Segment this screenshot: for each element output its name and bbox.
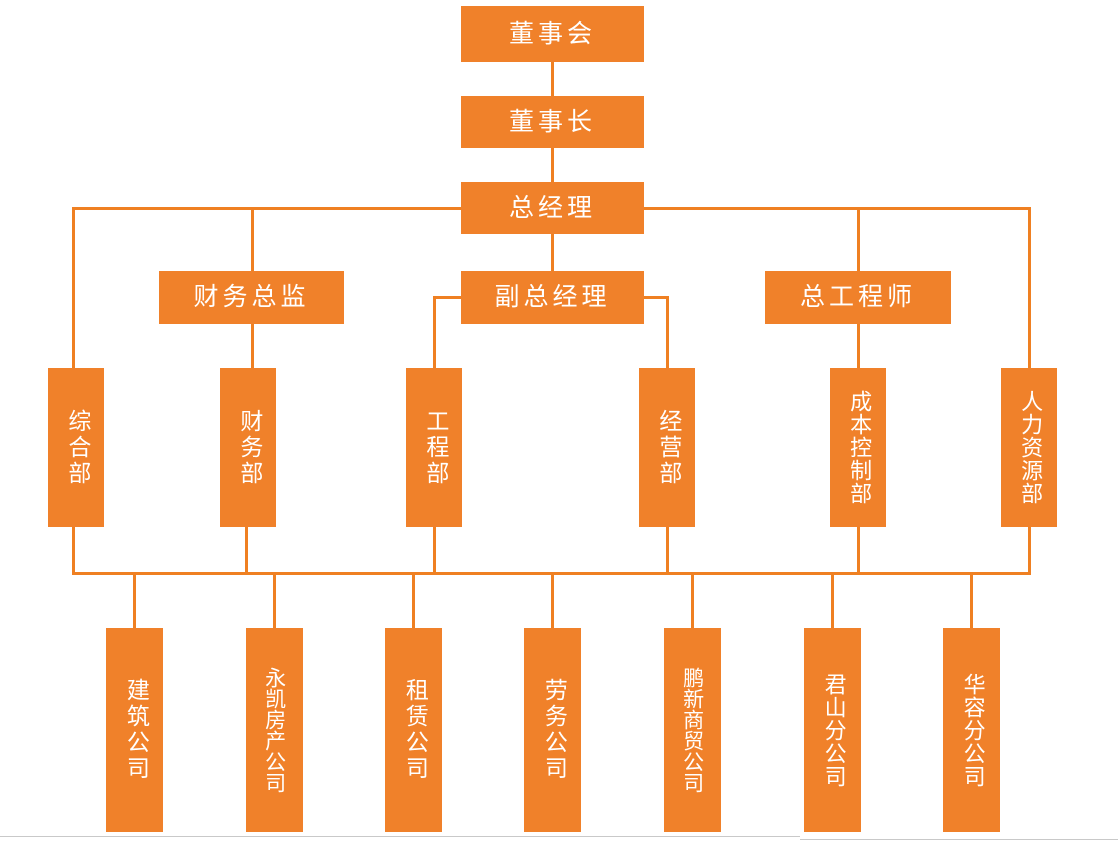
node-general-manager[interactable]: 总经理	[461, 182, 644, 234]
node-general-affairs-dept[interactable]: 综合部	[48, 368, 104, 527]
connector-chairman-to-gm	[551, 148, 554, 182]
connector-gm-to-general-affairs	[72, 207, 75, 368]
node-junshan-branch[interactable]: 君山分公司	[804, 628, 861, 832]
connector-chief-engineer-to-cost-control	[857, 324, 860, 368]
node-finance-director[interactable]: 财务总监	[159, 271, 344, 324]
footer-divider	[0, 836, 800, 837]
node-yongkai-realestate-co[interactable]: 永凯房产公司	[246, 628, 303, 832]
connector-finance-dept-down	[245, 527, 248, 575]
node-board[interactable]: 董事会	[461, 6, 644, 62]
connector-bus-to-leasing-co	[412, 572, 415, 629]
node-operations-dept[interactable]: 经营部	[639, 368, 695, 527]
connector-gm-to-hr	[1028, 207, 1031, 368]
connector-hr-down	[1028, 527, 1031, 575]
node-huarong-branch[interactable]: 华容分公司	[943, 628, 1000, 832]
node-human-resources-dept[interactable]: 人力资源部	[1001, 368, 1057, 527]
connector-bus-to-junshan-branch	[831, 572, 834, 629]
connector-gm-to-chief-engineer	[857, 207, 860, 271]
connector-cost-control-down	[857, 527, 860, 575]
connector-bus-to-yongkai-realestate-co	[273, 572, 276, 629]
connector-deputy-gm-left-arm	[433, 296, 463, 299]
connector-operations-dept-down	[666, 527, 669, 575]
node-leasing-co[interactable]: 租赁公司	[385, 628, 442, 832]
connector-bus-to-pengxin-trading-co	[691, 572, 694, 629]
connector-deputy-gm-right-arm	[641, 296, 669, 299]
connector-general-affairs-down	[72, 527, 75, 575]
node-finance-dept[interactable]: 财务部	[220, 368, 276, 527]
connector-gm-to-deputy-gm	[551, 234, 554, 271]
node-chairman[interactable]: 董事长	[461, 96, 644, 148]
connector-gm-to-finance-director	[251, 207, 254, 271]
connector-deputy-gm-to-operations	[666, 296, 669, 368]
connector-engineering-dept-down	[433, 527, 436, 575]
connector-bus-to-construction-co	[133, 572, 136, 629]
node-engineering-dept[interactable]: 工程部	[406, 368, 462, 527]
node-deputy-general-manager[interactable]: 副总经理	[461, 271, 644, 324]
node-cost-control-dept[interactable]: 成本控制部	[830, 368, 886, 527]
node-construction-co[interactable]: 建筑公司	[106, 628, 163, 832]
connector-bus-to-huarong-branch	[970, 572, 973, 629]
connector-deputy-gm-to-engineering	[433, 296, 436, 368]
node-pengxin-trading-co[interactable]: 鹏新商贸公司	[664, 628, 721, 832]
node-labor-services-co[interactable]: 劳务公司	[524, 628, 581, 832]
connector-bus-to-labor-services-co	[551, 572, 554, 629]
footer-divider-right	[800, 839, 1118, 840]
connector-board-to-chairman	[551, 62, 554, 96]
connector-finance-director-to-finance-dept	[251, 324, 254, 368]
node-chief-engineer[interactable]: 总工程师	[765, 271, 951, 324]
